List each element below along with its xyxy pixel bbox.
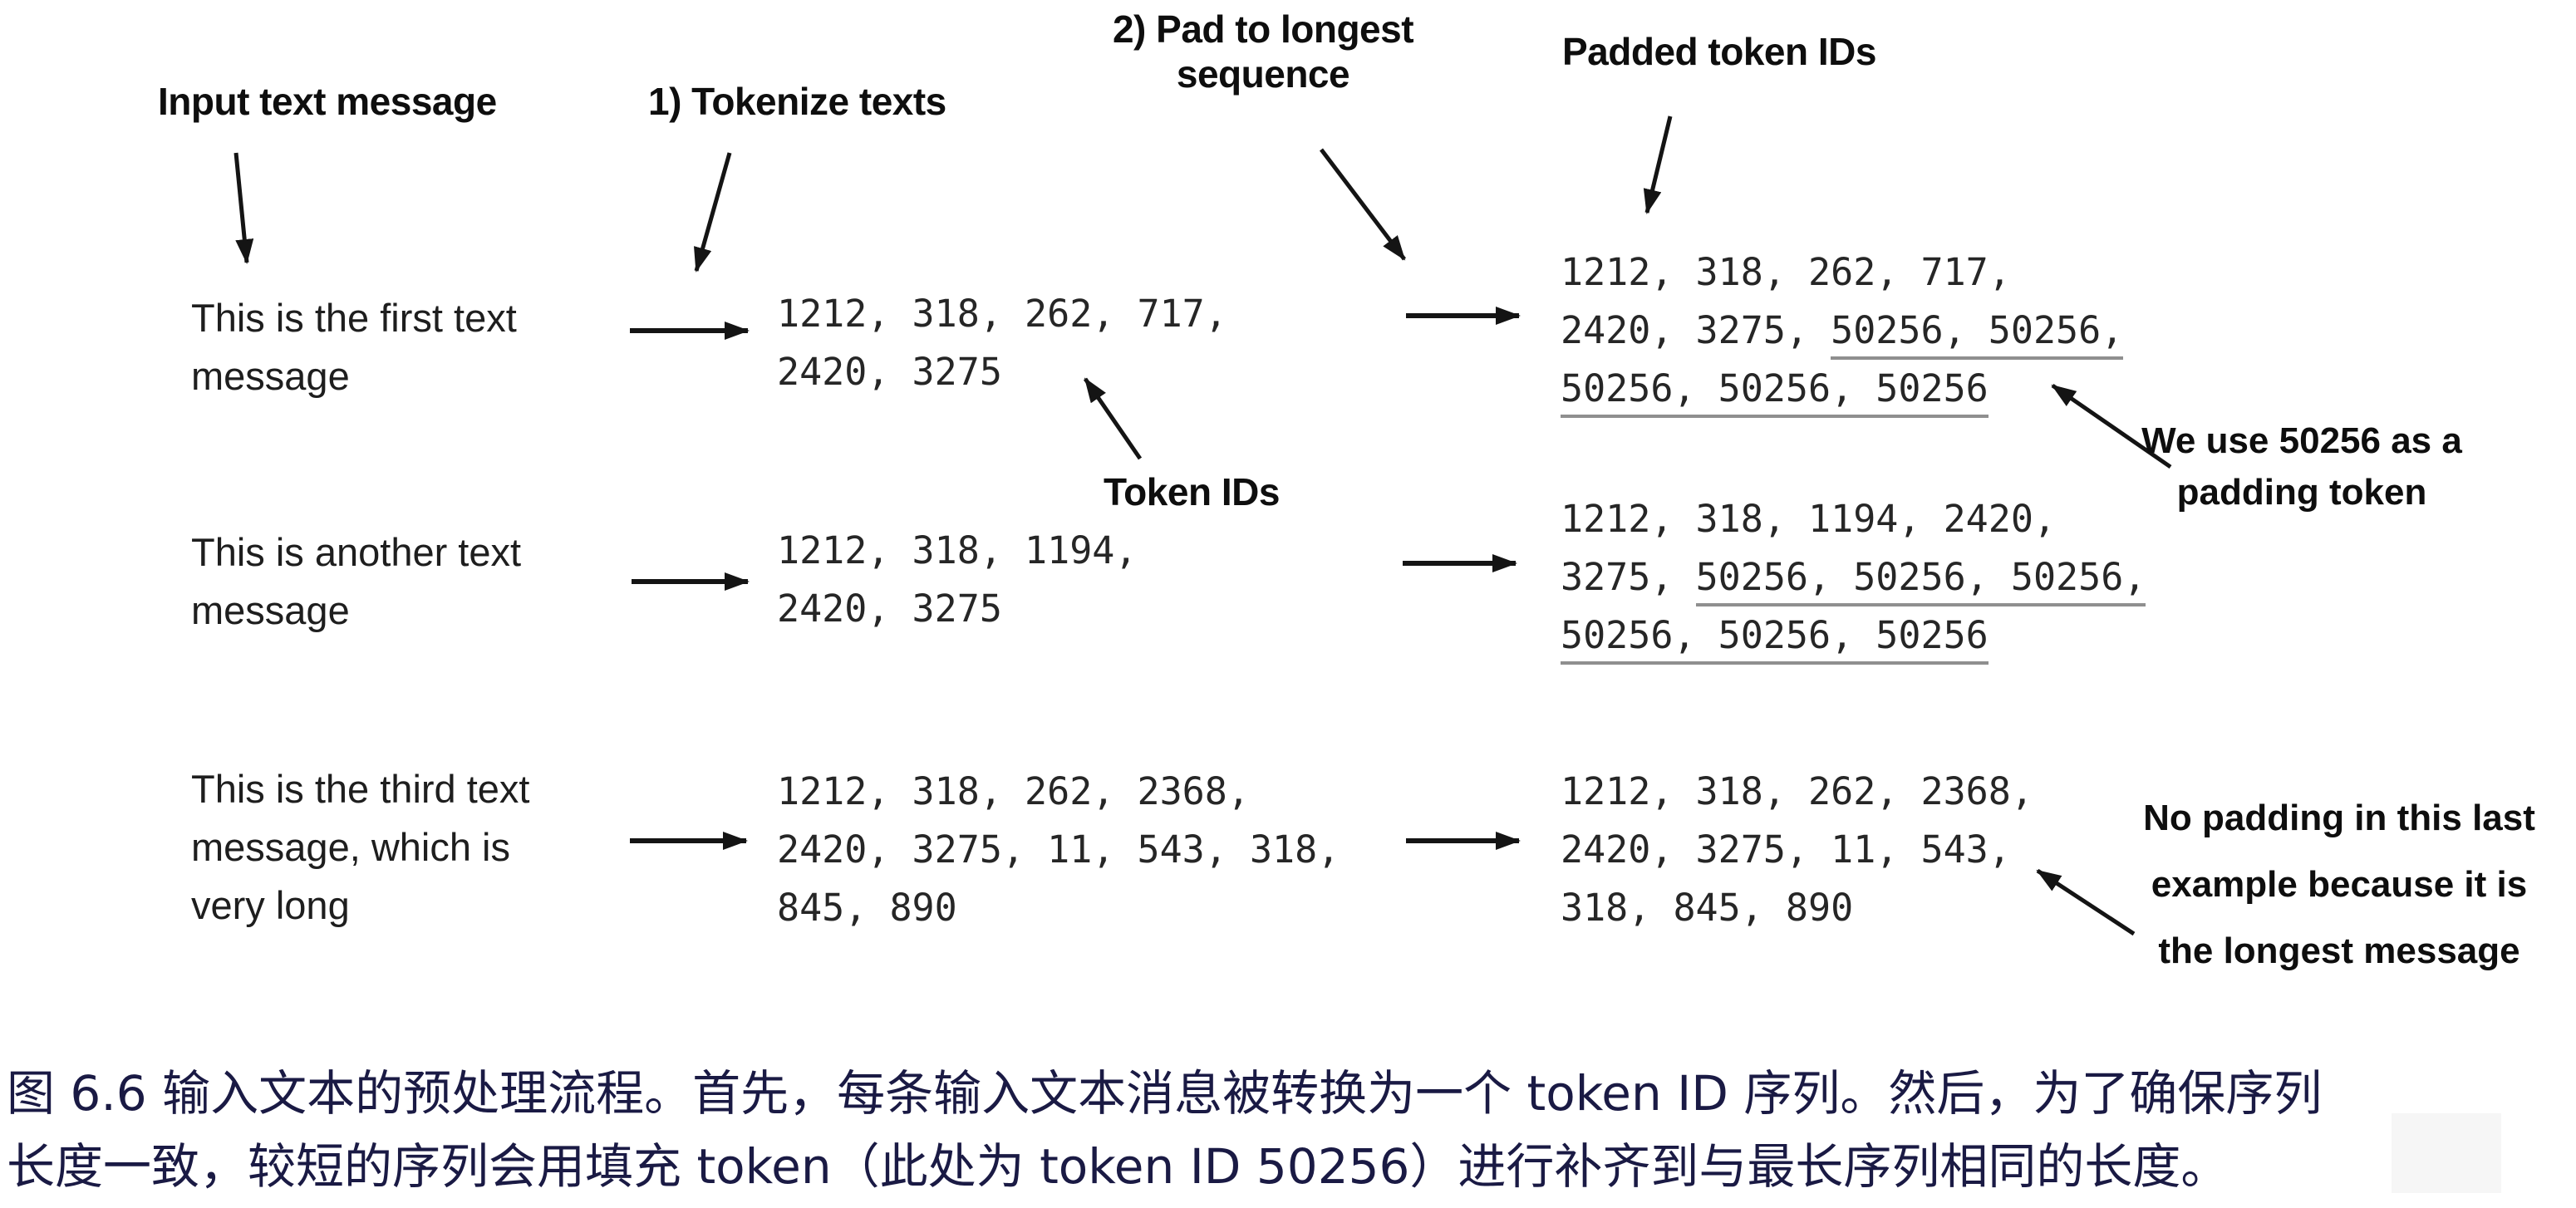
padded-token-ids-2: 1212, 318, 1194, 2420, 3275, 50256, 5025… (1561, 490, 2146, 665)
figure-caption: 图 6.6 输入文本的预处理流程。首先，每条输入文本消息被转换为一个 token… (7, 1057, 2322, 1203)
render-artifact (2392, 1113, 2501, 1193)
padded-3-line2: 2420, 3275, 11, 543, (1561, 821, 2033, 879)
padded-1-line1-plain: 1212, 318, 262, 717, (1561, 250, 2011, 294)
token-ids-1: 1212, 318, 262, 717, 2420, 3275 (777, 285, 1227, 401)
token-ids-2: 1212, 318, 1194, 2420, 3275 (777, 522, 1137, 638)
token-ids-2-line2: 2420, 3275 (777, 587, 1002, 631)
padded-1-line2: 2420, 3275, 50256, 50256, (1561, 302, 2124, 360)
padded-2-line2-underlined: 50256, 50256, 50256, (1695, 555, 2146, 606)
input-message-3-line2: message, which is (191, 825, 510, 869)
padded-token-ids-label: Padded token IDs (1562, 30, 1876, 73)
padding-token-note-line1: We use 50256 as a (2141, 420, 2462, 461)
padded-3-line1: 1212, 318, 262, 2368, (1561, 763, 2033, 821)
padding-token-note: We use 50256 as a padding token (2069, 415, 2534, 518)
input-message-1-line2: message (191, 354, 350, 398)
token-ids-2-line1: 1212, 318, 1194, (777, 528, 1138, 572)
figure-caption-line1: 图 6.6 输入文本的预处理流程。首先，每条输入文本消息被转换为一个 token… (7, 1065, 2323, 1122)
padded-2-line2: 3275, 50256, 50256, 50256, (1561, 548, 2146, 606)
token-ids-3-line1: 1212, 318, 262, 2368, (777, 769, 1250, 813)
no-padding-note-line1: No padding in this last (2143, 798, 2535, 838)
padded-3-line3: 318, 845, 890 (1561, 879, 2033, 937)
token-ids-label: Token IDs (1104, 470, 1280, 513)
input-message-3-line1: This is the third text (191, 767, 530, 811)
padded-1-line2-plain: 2420, 3275, (1561, 308, 1831, 352)
padded-3-line2-plain: 2420, 3275, 11, 543, (1561, 827, 2011, 872)
figure-caption-line2: 长度一致，较短的序列会用填充 token（此处为 token ID 50256）… (7, 1138, 2229, 1195)
input-message-2: This is another text message (191, 523, 521, 640)
arrow-tokenize-label-to-tokens1 (694, 152, 732, 273)
padded-2-line1: 1212, 318, 1194, 2420, (1561, 490, 2146, 548)
arrow-pad-label-to-padded1 (1320, 148, 1406, 261)
padded-token-ids-1: 1212, 318, 262, 717, 2420, 3275, 50256, … (1561, 243, 2124, 418)
input-text-message-label: Input text message (158, 80, 497, 123)
padding-token-note-line2: padding token (2176, 472, 2427, 513)
padded-3-line1-plain: 1212, 318, 262, 2368, (1561, 769, 2033, 813)
arrow-input-label-to-message1 (234, 152, 254, 264)
input-message-3-line3: very long (191, 883, 350, 927)
no-padding-note-line3: the longest message (2158, 931, 2520, 971)
input-message-2-line1: This is another text (191, 530, 522, 574)
padded-1-line3-underlined: 50256, 50256, 50256 (1561, 366, 1989, 418)
padded-2-line3-underlined: 50256, 50256, 50256 (1561, 613, 1989, 665)
padded-2-line3: 50256, 50256, 50256 (1561, 606, 2146, 665)
input-message-2-line2: message (191, 588, 350, 632)
token-ids-1-line1: 1212, 318, 262, 717, (777, 292, 1227, 336)
arrow-padded-label-to-padded1 (1643, 115, 1673, 214)
input-message-1: This is the first text message (191, 289, 517, 405)
no-padding-note: No padding in this last example because … (2094, 785, 2576, 985)
padded-2-line2-plain: 3275, (1561, 555, 1696, 599)
token-ids-1-line2: 2420, 3275 (777, 350, 1002, 394)
padded-2-line1-plain: 1212, 318, 1194, 2420, (1561, 497, 2057, 541)
padded-1-line2-underlined: 50256, 50256, (1831, 308, 2124, 360)
token-ids-3-line3: 845, 890 (777, 886, 957, 930)
padded-token-ids-3: 1212, 318, 262, 2368, 2420, 3275, 11, 54… (1561, 763, 2033, 937)
pad-step-label-line2: sequence (1176, 52, 1350, 96)
tokenize-step-label: 1) Tokenize texts (648, 80, 946, 123)
input-message-3: This is the third text message, which is… (191, 760, 530, 935)
pad-step-label: 2) Pad to longest sequence (1105, 7, 1421, 96)
input-message-1-line1: This is the first text (191, 296, 517, 340)
token-ids-3: 1212, 318, 262, 2368, 2420, 3275, 11, 54… (777, 763, 1340, 937)
no-padding-note-line2: example because it is (2151, 864, 2528, 905)
pad-step-label-line1: 2) Pad to longest (1112, 7, 1414, 51)
padded-3-line3-plain: 318, 845, 890 (1561, 886, 1854, 930)
padded-1-line3: 50256, 50256, 50256 (1561, 360, 2123, 418)
padded-1-line1: 1212, 318, 262, 717, (1561, 243, 2123, 302)
token-ids-3-line2: 2420, 3275, 11, 543, 318, (777, 827, 1340, 872)
